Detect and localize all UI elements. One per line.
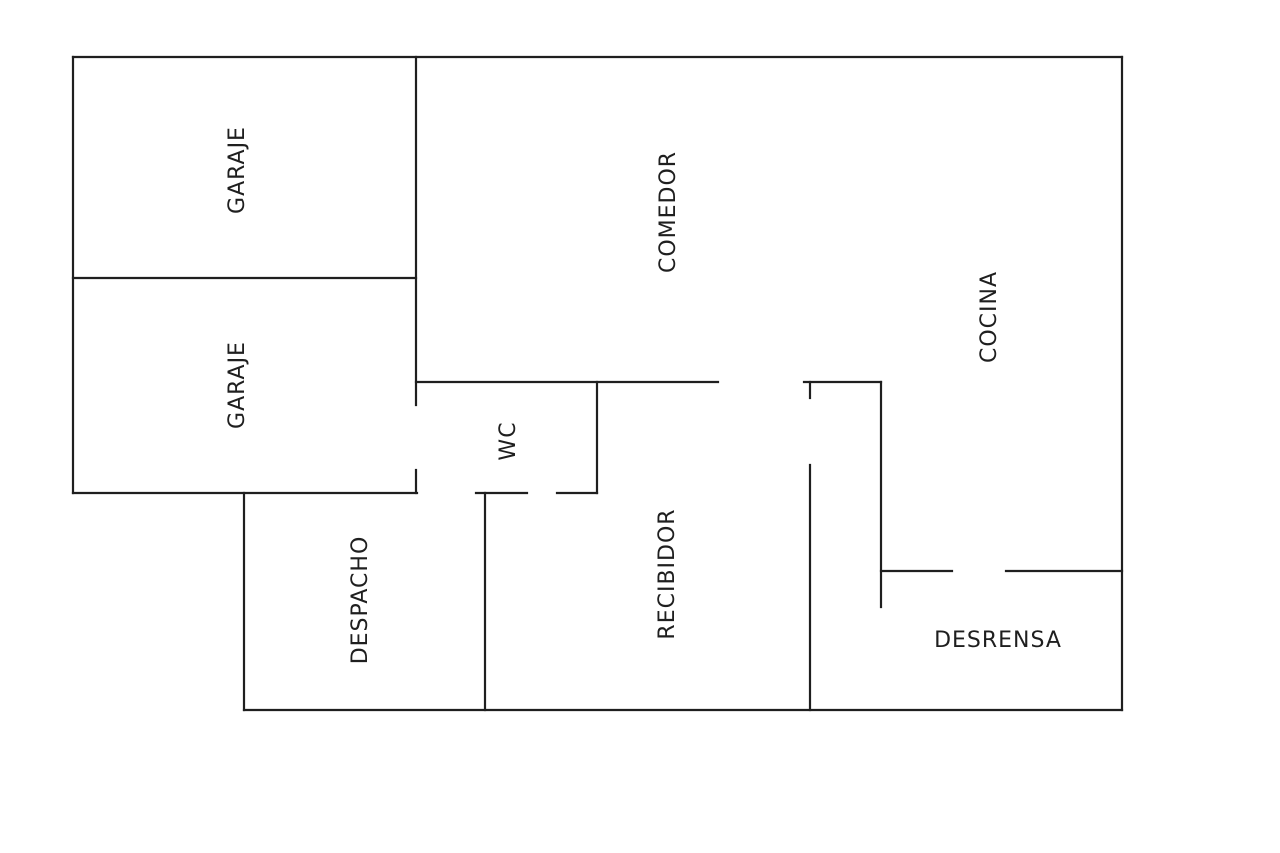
label-comedor: COMEDOR [656, 151, 681, 273]
label-recibidor: RECIBIDOR [655, 508, 680, 639]
label-despacho: DESPACHO [348, 536, 373, 665]
label-cocina: COCINA [977, 271, 1002, 363]
label-wc: WC [496, 421, 521, 460]
room-labels: GARAJE GARAJE COMEDOR COCINA WC DESPACHO… [225, 126, 1062, 665]
label-garaje-upper: GARAJE [225, 126, 250, 214]
walls [71, 55, 1124, 712]
label-garaje-lower: GARAJE [225, 341, 250, 429]
label-desrensa: DESRENSA [934, 628, 1062, 653]
